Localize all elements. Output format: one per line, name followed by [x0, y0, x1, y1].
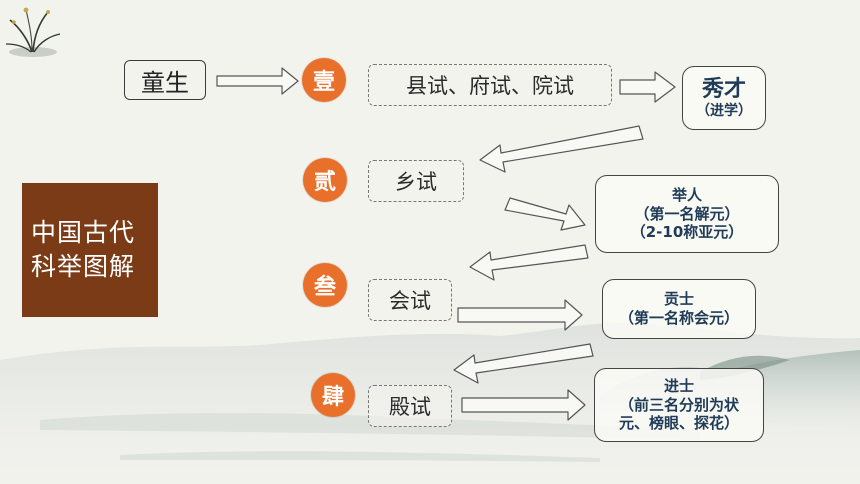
stage1-label: 县试、府试、院试	[406, 74, 574, 98]
arrow-stage1-to-xiucai	[619, 71, 676, 103]
result-gongshi-note: （第一名称会元）	[618, 309, 739, 327]
stage1-badge: 壹	[302, 58, 346, 102]
result-juren-note-1: （第一名解元）	[634, 204, 740, 223]
diagram-title: 中国古代 科举图解	[22, 183, 158, 317]
arrow-juren-to-stage3	[469, 244, 589, 281]
result-juren: 举人 （第一名解元） （2-10称亚元）	[595, 175, 779, 253]
stage3-badge: 叁	[303, 263, 347, 307]
arrow-stage3-to-gongshi	[457, 299, 583, 331]
orchid-ink-painting	[5, 7, 61, 57]
result-xiucai-title: 秀才	[701, 76, 746, 102]
arrow-start-to-stage1	[216, 67, 299, 95]
start-box-tongsheng: 童生	[124, 60, 206, 100]
arrow-gongshi-to-stage4	[453, 343, 594, 384]
arrow-stage2-to-juren	[504, 197, 586, 231]
stage4-label: 殿试	[389, 395, 431, 419]
arrow-xiucai-to-stage2	[479, 125, 644, 173]
stage3-box: 会试	[368, 279, 452, 321]
stage3-label: 会试	[389, 289, 431, 313]
result-juren-title: 举人	[671, 185, 702, 204]
result-jinshi-note-1: （前三名分别为状	[618, 395, 739, 414]
arrow-stage4-to-jinshi	[461, 389, 586, 421]
start-label: 童生	[141, 68, 189, 97]
stage1-box: 县试、府试、院试	[368, 64, 612, 106]
result-gongshi: 贡士 （第一名称会元）	[602, 279, 756, 339]
result-xiucai: 秀才 （进学）	[682, 66, 766, 130]
result-jinshi-title: 进士	[663, 376, 694, 395]
stage4-box: 殿试	[368, 385, 452, 427]
title-line-1: 中国古代	[31, 218, 136, 248]
result-jinshi-note-2: 元、榜眼、探花）	[618, 414, 739, 433]
result-gongshi-title: 贡士	[663, 290, 694, 309]
result-xiucai-note: （进学）	[696, 103, 752, 119]
stage2-badge: 贰	[303, 158, 347, 202]
stage2-box: 乡试	[368, 160, 464, 202]
stage4-badge: 肆	[311, 373, 355, 417]
title-line-2: 科举图解	[31, 252, 136, 281]
result-jinshi: 进士 （前三名分别为状 元、榜眼、探花）	[594, 368, 764, 442]
stage2-label: 乡试	[395, 170, 437, 194]
result-juren-note-2: （2-10称亚元）	[630, 223, 744, 242]
